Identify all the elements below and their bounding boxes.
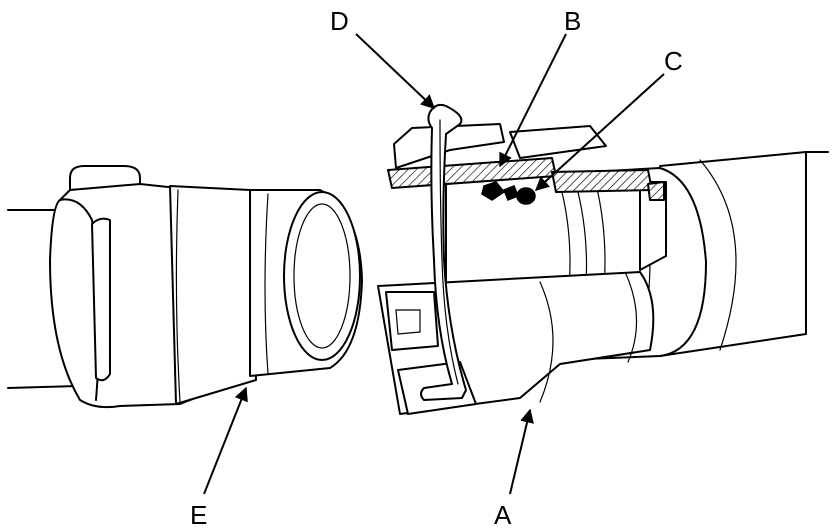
label-c: C: [664, 46, 683, 76]
label-d: D: [330, 6, 349, 36]
cutaway-section: [387, 123, 665, 201]
leader-e: [203, 386, 248, 495]
leader-b: [499, 33, 567, 168]
o-rings: [481, 181, 536, 205]
leader-d: [355, 33, 436, 109]
label-a: A: [494, 500, 512, 530]
retainer-clip: [420, 103, 467, 401]
label-b: B: [564, 6, 581, 36]
quick-connector-e: [49, 165, 363, 409]
label-e: E: [190, 500, 207, 530]
quick-connector-a: [377, 167, 707, 415]
leader-lines: [203, 33, 665, 495]
leader-c: [534, 73, 665, 191]
leader-a: [509, 408, 534, 495]
